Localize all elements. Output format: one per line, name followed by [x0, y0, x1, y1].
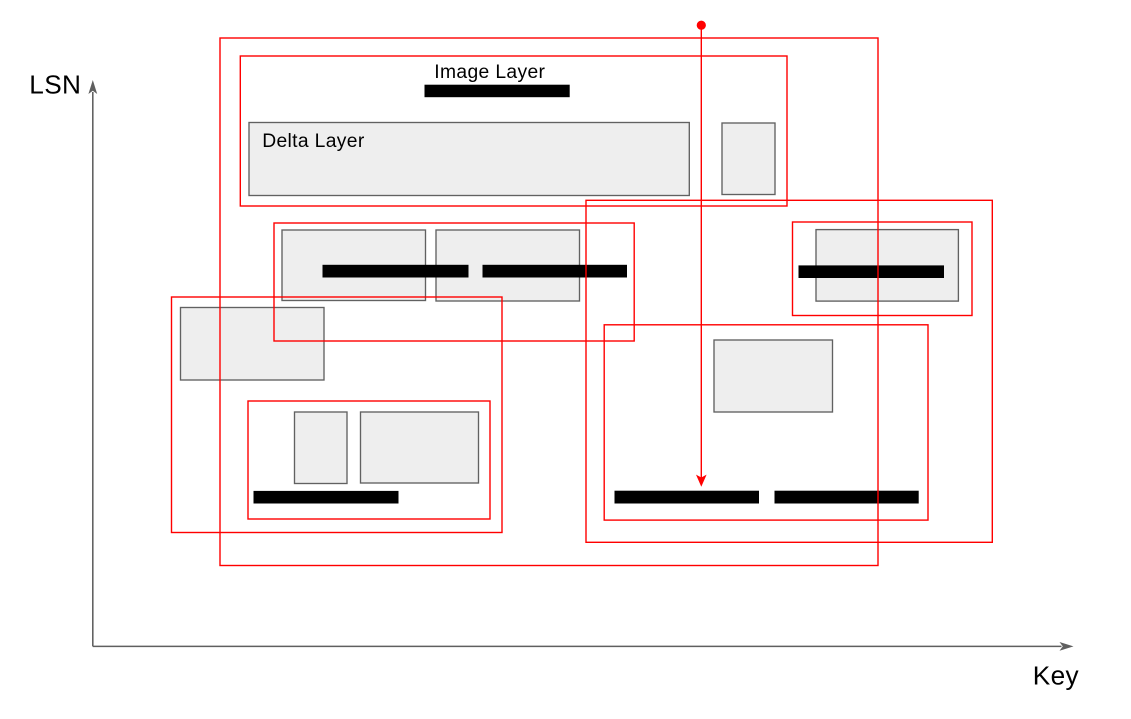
- read-path-group: [696, 20, 707, 487]
- delta-layer-label: Delta Layer: [262, 131, 365, 152]
- x-axis-label: Key: [1033, 660, 1080, 690]
- image-layer-bar: [774, 490, 919, 504]
- read-path-start-dot: [696, 20, 706, 30]
- search-region-rect: [170, 296, 503, 534]
- image-layer-bar: [322, 264, 469, 278]
- image-layers-group: [253, 84, 944, 504]
- y-axis-arrowhead: [88, 80, 98, 94]
- image-layer-label: Image Layer: [434, 62, 545, 83]
- image-layer-bar: [482, 264, 627, 278]
- search-region-rect: [273, 222, 635, 342]
- axes-group: [88, 80, 1074, 651]
- delta-layer-rect: [179, 306, 325, 381]
- search-region-rect: [219, 37, 879, 567]
- search-region-rect: [247, 400, 491, 520]
- search-region-rect: [585, 199, 993, 544]
- y-axis-label: LSN: [29, 70, 81, 100]
- delta-layer-rect: [815, 228, 960, 302]
- delta-layers-group: [179, 121, 960, 485]
- x-axis-arrowhead: [1059, 642, 1074, 651]
- image-layer-bar: [253, 490, 399, 504]
- delta-layer-rect: [248, 121, 690, 197]
- delta-layer-rect: [293, 411, 348, 485]
- search-region-rect: [239, 55, 788, 207]
- search-region-rect: [603, 324, 929, 521]
- image-layer-bar: [798, 265, 944, 278]
- search-regions-group: [170, 37, 993, 567]
- search-region-rect: [791, 221, 973, 317]
- delta-layer-rect: [359, 411, 480, 484]
- read-path-arrowhead: [696, 474, 707, 487]
- image-layer-bar: [424, 84, 570, 98]
- image-layer-bar: [614, 490, 759, 504]
- delta-layer-rect: [713, 339, 834, 413]
- delta-layer-rect: [721, 122, 776, 196]
